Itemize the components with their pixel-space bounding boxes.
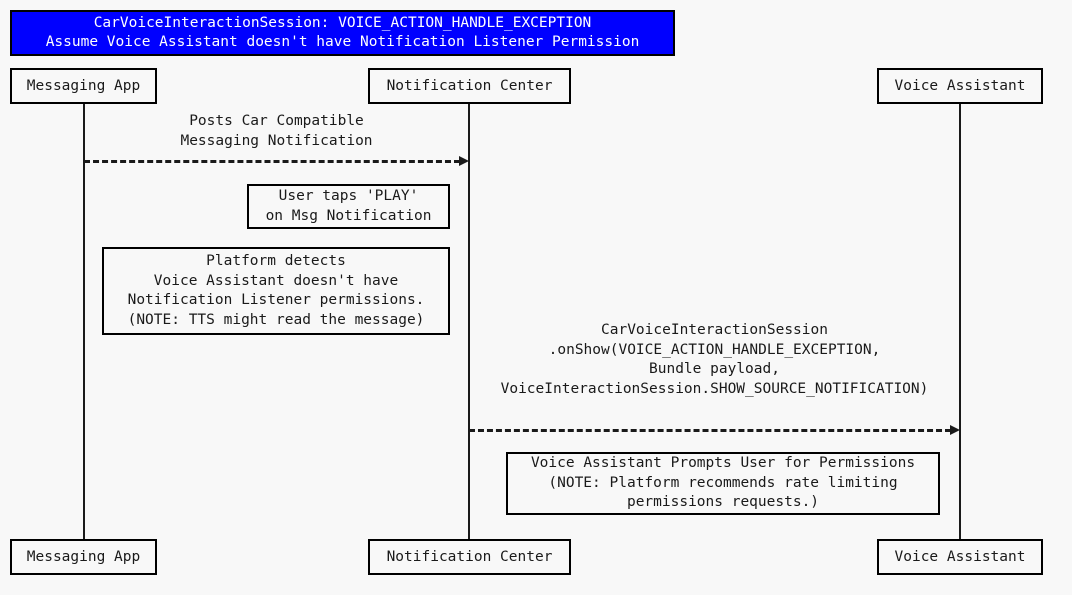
diagram-title-banner: CarVoiceInteractionSession: VOICE_ACTION… [10,10,675,56]
message-arrow-on-show-body [469,429,951,432]
message-arrow-post-notification-head [459,156,469,166]
message-arrow-on-show-callback [469,425,960,436]
participant-box-messaging-app-top[interactable]: Messaging App [10,68,157,104]
note-voice-assistant-prompts: Voice Assistant Prompts User for Permiss… [506,452,940,515]
participant-label-messaging-app-bottom: Messaging App [26,549,141,565]
note-voice-assistant-prompts-line-3: permissions requests.) [626,494,820,511]
note-user-taps-play: User taps 'PLAY' on Msg Notification [247,184,450,229]
participant-label-notification-center-bottom: Notification Center [386,549,553,565]
note-platform-detects-line-1: Platform detects [206,253,346,269]
message-label-on-show-line-3: Bundle payload, [649,361,780,377]
message-arrow-post-notification [84,156,469,167]
message-arrow-post-notification-body [84,160,460,163]
note-platform-detects-permission: Platform detects Voice Assistant doesn't… [102,247,450,335]
note-voice-assistant-prompts-line-1: Voice Assistant Prompts User for Permiss… [530,455,916,472]
diagram-title-line-2: Assume Voice Assistant doesn't have Noti… [45,34,640,50]
message-arrow-on-show-head [950,425,960,435]
participant-box-notification-center-bottom[interactable]: Notification Center [368,539,571,575]
lifeline-voice-assistant [959,104,961,540]
participant-label-notification-center-top: Notification Center [386,78,553,94]
participant-label-voice-assistant-bottom: Voice Assistant [894,549,1026,565]
message-label-post-notification-line-1: Posts Car Compatible [189,113,364,129]
note-platform-detects-line-2: Voice Assistant doesn't have [153,272,399,289]
note-user-taps-play-line-2: on Msg Notification [265,207,432,224]
note-platform-detects-line-3: Notification Listener permissions. [127,292,425,308]
message-label-on-show-line-1: CarVoiceInteractionSession [601,322,828,338]
participant-box-messaging-app-bottom[interactable]: Messaging App [10,539,157,575]
message-label-on-show-line-2: .onShow(VOICE_ACTION_HANDLE_EXCEPTION, [548,341,881,358]
participant-label-messaging-app-top: Messaging App [26,78,141,94]
diagram-title-line-1: CarVoiceInteractionSession: VOICE_ACTION… [93,15,592,31]
note-voice-assistant-prompts-line-2: (NOTE: Platform recommends rate limiting [548,474,898,491]
participant-label-voice-assistant-top: Voice Assistant [894,78,1026,94]
participant-box-voice-assistant-bottom[interactable]: Voice Assistant [877,539,1043,575]
participant-box-voice-assistant-top[interactable]: Voice Assistant [877,68,1043,104]
lifeline-messaging-app [83,104,85,540]
message-label-on-show-callback: CarVoiceInteractionSession .onShow(VOICE… [469,321,960,399]
message-label-on-show-line-4: VoiceInteractionSession.SHOW_SOURCE_NOTI… [500,380,929,397]
note-user-taps-play-line-1: User taps 'PLAY' [278,188,419,204]
message-label-post-notification: Posts Car Compatible Messaging Notificat… [84,112,469,151]
message-label-post-notification-line-2: Messaging Notification [180,132,373,149]
participant-box-notification-center-top[interactable]: Notification Center [368,68,571,104]
lifeline-notification-center [468,104,470,540]
note-platform-detects-line-4: (NOTE: TTS might read the message) [127,311,425,328]
